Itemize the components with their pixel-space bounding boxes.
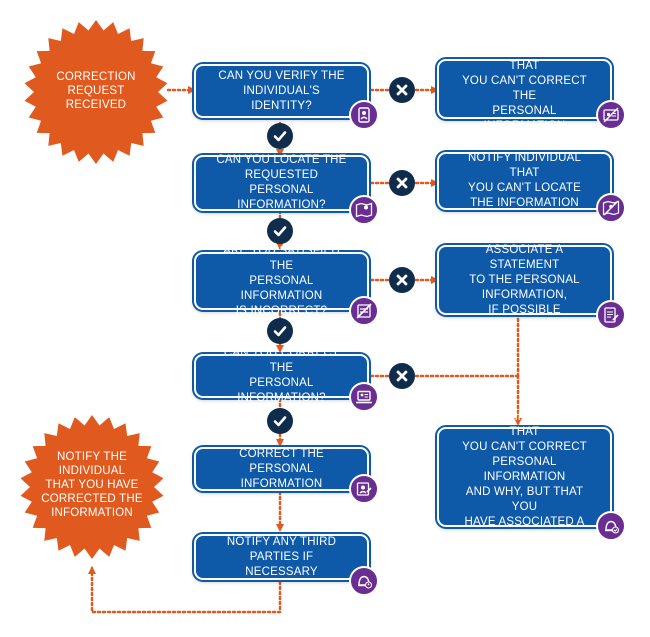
outcome-box-cant-locate: NOTIFY INDIVIDUAL THAT YOU CAN'T LOCATE …: [437, 152, 612, 210]
id-badge-icon: [349, 100, 379, 130]
box-line: PERSONAL INFORMATION: [240, 274, 323, 302]
crossed-map-icon: [596, 193, 626, 223]
box-line: REQUESTED PERSONAL: [244, 169, 319, 196]
box-line: YOU CAN'T CORRECT: [462, 440, 587, 453]
box-line: PARTIES IF NECESSARY: [245, 550, 318, 578]
check-icon: [267, 123, 293, 149]
box-line: CAN YOU CORRECT THE: [223, 347, 340, 374]
box-line: INFORMATION: [240, 477, 323, 490]
box-line: PERSONAL INFORMATION: [483, 105, 566, 132]
question-box-can-correct: CAN YOU CORRECT THE PERSONAL INFORMATION…: [194, 347, 369, 404]
box-line: INFORMATION?: [237, 199, 326, 211]
box-line: IS INCORRECT?: [235, 304, 328, 317]
box-line: NOTIFY INDIVIDUAL THAT: [467, 45, 582, 72]
box-line: CORRECT THE PERSONAL: [239, 447, 324, 475]
end-line: INFORMATION: [51, 507, 133, 519]
start-burst: [24, 20, 168, 164]
outcome-box-associate-statement: ASSOCIATE A STATEMENT TO THE PERSONAL IN…: [437, 243, 612, 316]
box-line: CAN YOU VERIFY THE: [218, 69, 345, 82]
box-line: IF POSSIBLE: [488, 303, 561, 316]
box-line: NOTIFY ANY THIRD: [226, 535, 337, 548]
box-line: CAN YOU LOCATE THE: [216, 154, 347, 166]
map-pin-icon: [349, 195, 379, 225]
box-line: NOTIFY INDIVIDUAL THAT: [467, 410, 582, 438]
end-line: NOTIFY THE: [57, 451, 127, 463]
crossed-document-icon: [349, 296, 379, 326]
start-line: RECEIVED: [65, 99, 127, 111]
question-box-locate-info: CAN YOU LOCATE THE REQUESTED PERSONAL IN…: [194, 154, 369, 211]
box-line: YOU CAN'T LOCATE: [468, 182, 581, 194]
check-icon: [267, 408, 293, 434]
box-line: THE INFORMATION: [470, 197, 579, 209]
bell-check-icon: [596, 511, 626, 541]
laptop-icon: [349, 382, 379, 412]
box-line: INDIVIDUAL'S IDENTITY?: [243, 84, 320, 112]
check-icon: [267, 318, 293, 344]
question-box-verify-identity: CAN YOU VERIFY THE INDIVIDUAL'S IDENTITY…: [194, 64, 369, 118]
question-box-satisfied-incorrect: ARE YOU SATISFIED THE PERSONAL INFORMATI…: [194, 245, 369, 317]
box-line: NOTIFY INDIVIDUAL THAT: [467, 152, 582, 179]
arrow-a2-to-end: [88, 566, 282, 614]
crossed-id-icon: [596, 100, 626, 130]
box-line: YOU CAN'T CORRECT THE: [462, 75, 587, 102]
end-line: CORRECTED THE: [41, 493, 143, 505]
box-line: INFORMATION,: [481, 288, 568, 301]
action-box-notify-third-parties: NOTIFY ANY THIRD PARTIES IF NECESSARY: [194, 534, 369, 580]
box-line: PERSONAL INFORMATION?: [237, 377, 326, 404]
box-line: PERSONAL INFORMATION: [483, 455, 566, 483]
start-line: REQUEST: [67, 85, 125, 97]
edit-profile-icon: [349, 474, 379, 504]
box-line: STATEMENT: [489, 530, 560, 543]
start-line: CORRECTION: [56, 71, 136, 83]
document-pen-icon: [596, 300, 626, 330]
bell-people-icon: [349, 566, 379, 596]
end-label: NOTIFY THE INDIVIDUAL THAT YOU HAVE CORR…: [36, 450, 148, 520]
end-line: INDIVIDUAL: [58, 465, 126, 477]
cross-icon: [389, 170, 415, 196]
box-line: AND WHY, BUT THAT YOU: [465, 485, 584, 513]
cross-icon: [389, 267, 415, 293]
box-line: TO THE PERSONAL: [469, 273, 580, 286]
outcome-box-cant-correct: NOTIFY INDIVIDUAL THAT YOU CAN'T CORRECT…: [437, 45, 612, 132]
cross-icon: [389, 77, 415, 103]
outcome-box-notify-why: NOTIFY INDIVIDUAL THAT YOU CAN'T CORRECT…: [437, 411, 612, 543]
end-line: THAT YOU HAVE: [45, 479, 139, 491]
start-label: CORRECTION REQUEST RECEIVED: [40, 70, 152, 112]
cross-icon: [389, 363, 415, 389]
end-burst: [20, 415, 164, 559]
check-icon: [267, 218, 293, 244]
action-box-correct-info: CORRECT THE PERSONAL INFORMATION: [194, 447, 369, 491]
box-line: ASSOCIATE A STATEMENT: [485, 243, 564, 271]
box-line: ARE YOU SATISFIED THE: [223, 244, 340, 272]
box-line: HAVE ASSOCIATED A: [464, 515, 585, 528]
